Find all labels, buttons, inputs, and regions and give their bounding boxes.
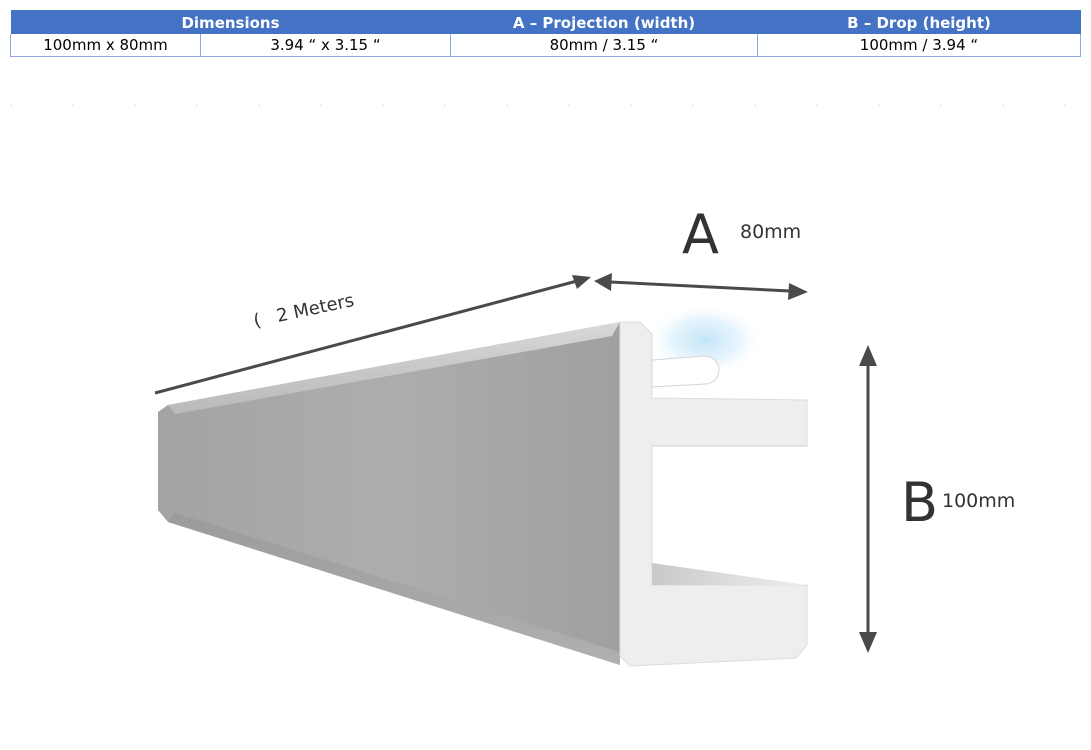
width-value: 80mm [740,221,801,243]
header-dimensions: Dimensions [10,10,451,34]
profile-bottom-chamfer [168,513,620,665]
profile-top-chamfer [168,322,620,414]
cell-projection: 80mm / 3.15 “ [450,34,758,57]
length-label: 2 Meters [275,290,356,327]
width-letter: A [682,203,719,266]
length-label-mark: ( [252,310,263,332]
profile-side-face [158,322,620,665]
width-arrow [594,273,808,300]
table-header-row: Dimensions A – Projection (width) B – Dr… [10,10,1081,34]
profile-end-face [619,321,808,667]
dimensions-table: Dimensions A – Projection (width) B – Dr… [10,10,1081,57]
cell-metric-dimensions: 100mm x 80mm [10,34,201,57]
cell-imperial-dimensions: 3.94 “ x 3.15 “ [200,34,451,57]
led-slot [651,355,720,388]
height-letter: B [901,471,938,534]
header-projection: A – Projection (width) [450,10,758,34]
profile-inner-channel [652,563,807,585]
length-arrow [154,275,591,395]
height-value: 100mm [942,490,1015,512]
table-row: 100mm x 80mm 3.94 “ x 3.15 “ 80mm / 3.15… [10,34,1081,57]
cell-drop: 100mm / 3.94 “ [757,34,1081,57]
height-arrow [859,345,877,653]
header-drop: B – Drop (height) [757,10,1081,34]
